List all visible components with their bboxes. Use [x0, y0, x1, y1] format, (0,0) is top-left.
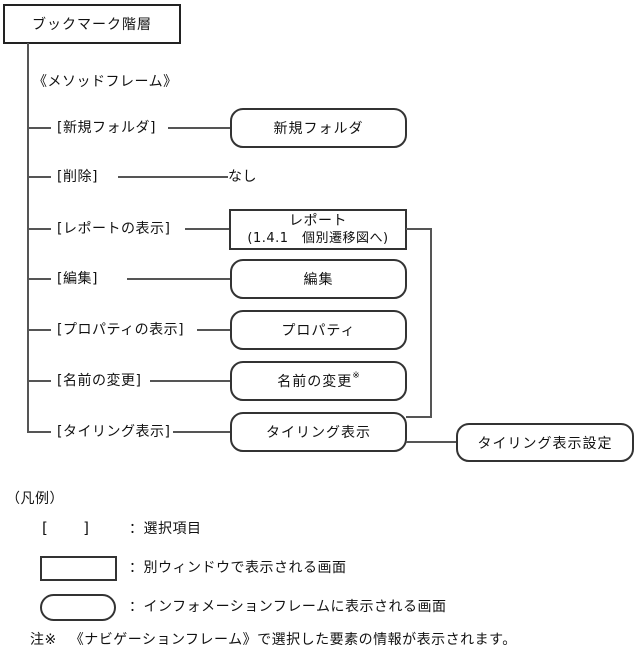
menu-item-delete: [削除] [57, 169, 98, 185]
legend-label-selected-item: ：選択項目 [129, 521, 202, 537]
connector-line [185, 228, 230, 230]
footnote-text: 《ナビゲーションフレーム》で選択した要素の情報が表示されます。 [69, 632, 517, 648]
branch-line [27, 278, 51, 280]
screen-node-rename: 名前の変更※ [230, 361, 407, 401]
legend-bracket-close: ] [83, 519, 89, 537]
connector-line [168, 127, 230, 129]
branch-line [27, 329, 51, 331]
branch-line [27, 228, 51, 230]
screen-node-properties: プロパティ [230, 310, 407, 350]
legend-rounded-sample [40, 594, 116, 621]
report-node-line2: (1.4.1 個別遷移図へ) [247, 230, 389, 246]
menu-item-show-report: [レポートの表示] [57, 221, 171, 237]
branch-line [27, 431, 51, 433]
screen-node-edit: 編集 [230, 259, 407, 299]
branch-line [27, 380, 51, 382]
branch-line [27, 176, 51, 178]
menu-item-new-folder: [新規フォルダ] [57, 120, 156, 136]
report-connector-top-segment [406, 228, 432, 230]
menu-item-edit: [編集] [57, 271, 98, 287]
screen-node-tiling-settings: タイリング表示設定 [456, 423, 634, 462]
connector-line [127, 278, 230, 280]
method-frame-label: 《メソッドフレーム》 [33, 74, 178, 90]
screen-node-new-folder: 新規フォルダ [230, 108, 407, 148]
screen-node-report: レポート (1.4.1 個別遷移図へ) [229, 209, 407, 250]
report-node-line1: レポート [289, 212, 347, 229]
report-connector-bottom-segment [406, 416, 432, 418]
legend-label-separate-window: ：別ウィンドウで表示される画面 [129, 560, 347, 576]
connector-line [173, 431, 230, 433]
connector-line [150, 380, 230, 382]
legend-heading: （凡例） [6, 491, 64, 507]
footnote: 注※ 《ナビゲーションフレーム》で選択した要素の情報が表示されます。 [30, 630, 517, 650]
footnote-mark: 注※ [30, 632, 57, 648]
rename-node-label: 名前の変更 [277, 374, 353, 390]
screen-node-tiling-view: タイリング表示 [230, 412, 407, 452]
report-to-tiling-vertical-line [430, 228, 432, 418]
branch-line [27, 127, 51, 129]
menu-item-show-properties: [プロパティの表示] [57, 322, 185, 338]
connector-line [118, 176, 228, 178]
connector-line [197, 329, 230, 331]
legend-bracket-open: [ [42, 519, 48, 537]
legend-brackets-sample: [ ] [42, 518, 89, 538]
root-node-bookmark-hierarchy: ブックマーク階層 [3, 4, 181, 44]
target-none-text: なし [228, 169, 257, 185]
tree-trunk-line [27, 43, 29, 433]
menu-item-rename: [名前の変更] [57, 373, 142, 389]
tiling-settings-connector [406, 441, 456, 443]
legend-rect-sample [40, 556, 117, 581]
rename-note-mark: ※ [352, 371, 360, 381]
legend-label-information-frame: ：インフォメーションフレームに表示される画面 [129, 599, 447, 615]
menu-item-tiling-view: [タイリング表示] [57, 424, 171, 440]
